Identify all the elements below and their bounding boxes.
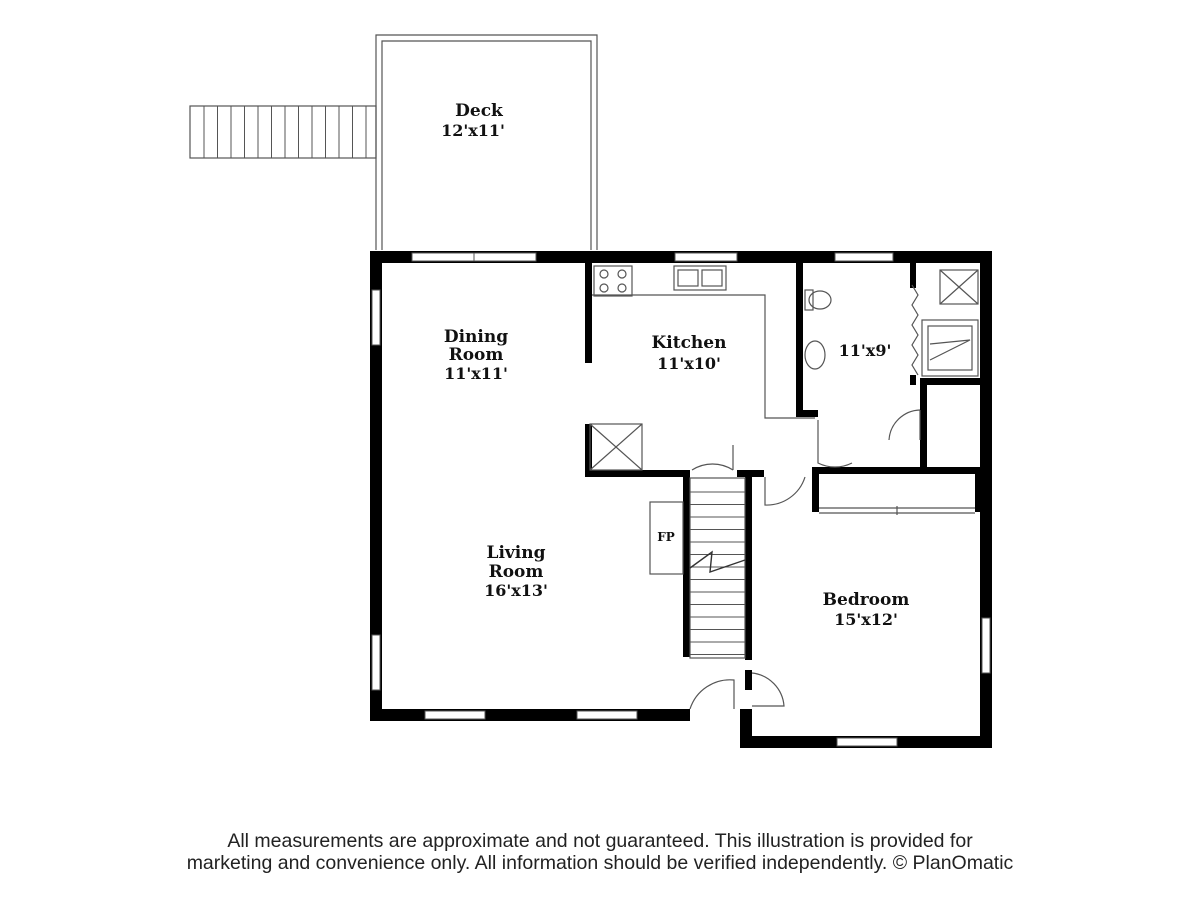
bedroom-name: Bedroom bbox=[823, 590, 910, 610]
bath-dims: 11'x9' bbox=[839, 341, 892, 360]
living-name-line2: Room bbox=[489, 562, 544, 582]
interior-walls bbox=[585, 263, 982, 690]
dining-dims: 11'x11' bbox=[444, 364, 508, 383]
doors bbox=[689, 409, 921, 710]
disclaimer: All measurements are approximate and not… bbox=[0, 830, 1200, 874]
exterior-walls bbox=[370, 251, 992, 748]
fireplace-label: FP bbox=[657, 530, 675, 544]
kitchen-name: Kitchen bbox=[652, 333, 727, 353]
disclaimer-line-2: marketing and convenience only. All info… bbox=[186, 852, 1014, 874]
closet-doors bbox=[819, 506, 975, 515]
bath-fixtures bbox=[804, 269, 979, 377]
room-labels: Deck 12'x11' Dining Room 11'x11' Kitchen… bbox=[441, 101, 909, 629]
deck-name: Deck bbox=[455, 101, 504, 121]
bedroom-dims: 15'x12' bbox=[834, 610, 898, 629]
interior-stairs bbox=[689, 477, 746, 659]
disclaimer-line-1: All measurements are approximate and not… bbox=[227, 830, 973, 852]
windows bbox=[371, 252, 991, 747]
kitchen-dims: 11'x10' bbox=[657, 354, 721, 373]
living-name-line1: Living bbox=[487, 543, 546, 563]
dining-name-line2: Room bbox=[449, 345, 504, 365]
deck-stairs bbox=[189, 105, 377, 159]
deck-dims: 12'x11' bbox=[441, 121, 505, 140]
living-dims: 16'x13' bbox=[484, 581, 548, 600]
fireplace: FP bbox=[649, 501, 684, 575]
kitchen-fixtures bbox=[589, 265, 815, 471]
dining-name-line1: Dining bbox=[444, 327, 508, 347]
deck bbox=[375, 34, 598, 250]
